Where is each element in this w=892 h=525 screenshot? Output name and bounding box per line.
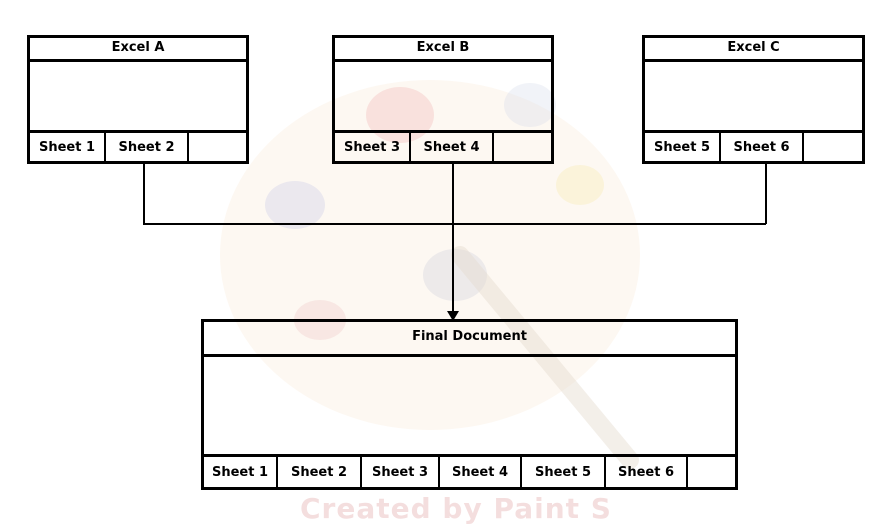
excel-c-tabs: Sheet 5 Sheet 6: [645, 130, 862, 161]
final-document-tabs: Sheet 1 Sheet 2 Sheet 3 Sheet 4 Sheet 5 …: [204, 454, 735, 487]
arrowhead-icon: [447, 311, 459, 321]
final-sheet-1-tab[interactable]: Sheet 1: [204, 457, 278, 487]
final-sheet-2-tab[interactable]: Sheet 2: [278, 457, 362, 487]
final-sheet-4-tab[interactable]: Sheet 4: [440, 457, 522, 487]
excel-a-sheet-1-tab[interactable]: Sheet 1: [30, 133, 106, 161]
excel-a-sheet-2-tab[interactable]: Sheet 2: [106, 133, 189, 161]
connector-excel-a: [143, 162, 766, 225]
final-document-window: Final Document Sheet 1 Sheet 2 Sheet 3 S…: [201, 319, 738, 490]
final-empty-tab: [688, 457, 735, 487]
excel-a-window: Excel A Sheet 1 Sheet 2: [27, 35, 249, 164]
excel-a-tabs: Sheet 1 Sheet 2: [30, 130, 246, 161]
excel-b-window: Excel B Sheet 3 Sheet 4: [332, 35, 554, 164]
excel-b-sheet-4-tab[interactable]: Sheet 4: [411, 133, 494, 161]
final-sheet-6-tab[interactable]: Sheet 6: [606, 457, 688, 487]
excel-b-tabs: Sheet 3 Sheet 4: [335, 130, 551, 161]
excel-a-title: Excel A: [30, 38, 246, 62]
excel-b-title: Excel B: [335, 38, 551, 62]
excel-c-title: Excel C: [645, 38, 862, 62]
final-sheet-3-tab[interactable]: Sheet 3: [362, 457, 440, 487]
excel-b-sheet-3-tab[interactable]: Sheet 3: [335, 133, 411, 161]
watermark-caption: Created by Paint S: [300, 492, 612, 525]
final-document-title: Final Document: [204, 322, 735, 357]
excel-c-window: Excel C Sheet 5 Sheet 6: [642, 35, 865, 164]
excel-c-sheet-6-tab[interactable]: Sheet 6: [721, 133, 804, 161]
excel-c-sheet-5-tab[interactable]: Sheet 5: [645, 133, 721, 161]
final-sheet-5-tab[interactable]: Sheet 5: [522, 457, 606, 487]
